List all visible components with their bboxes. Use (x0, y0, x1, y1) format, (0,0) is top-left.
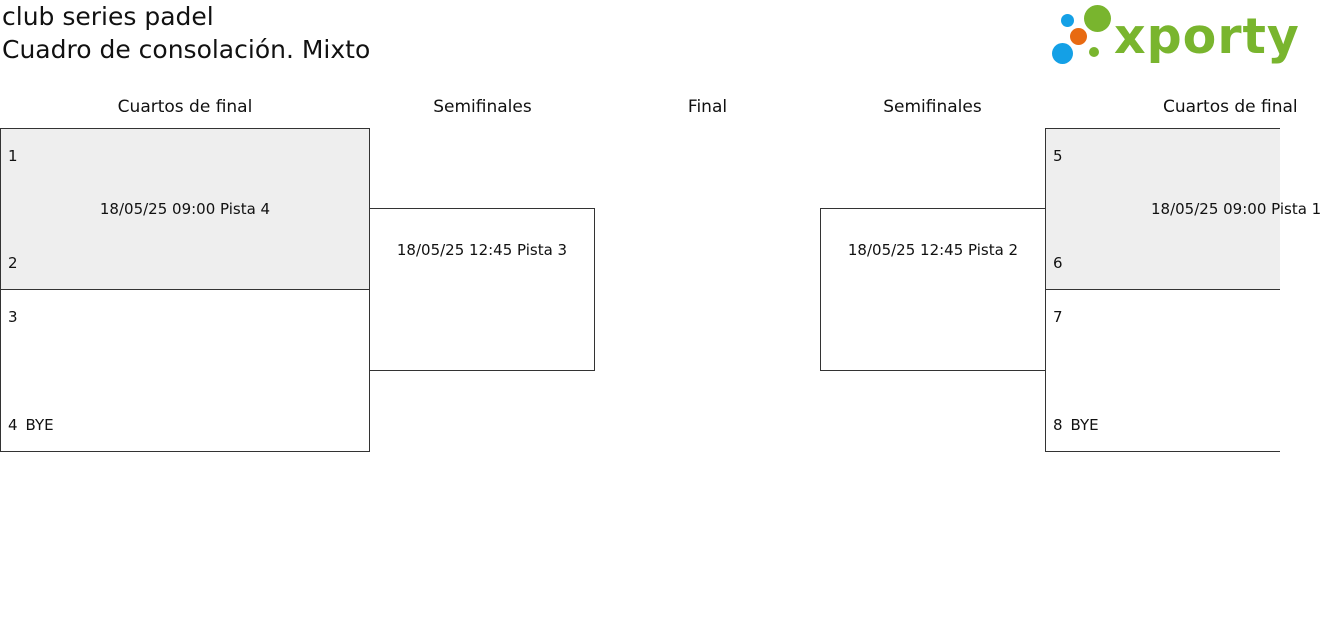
logo-dot-icon (1061, 14, 1074, 27)
player-name: BYE (1070, 416, 1099, 434)
page-header: club series padel Cuadro de consolación.… (2, 0, 370, 66)
seed-number: 8 (1053, 416, 1063, 434)
slot-qf4-top: 7 (1053, 307, 1071, 327)
match-sf2[interactable]: 18/05/25 12:45 Pista 2 (820, 208, 1046, 371)
slot-qf3-top: 5 (1053, 146, 1071, 166)
seed-number: 4 (8, 416, 18, 434)
round-label-final: Final (687, 97, 728, 117)
match-schedule: 18/05/25 12:45 Pista 3 (396, 241, 568, 259)
draw-title: Cuadro de consolación. Mixto (2, 35, 371, 64)
round-label-left-quarters: Cuartos de final (117, 97, 253, 117)
logo-dot-icon (1089, 47, 1099, 57)
logo-dot-icon (1070, 28, 1087, 45)
player-name: BYE (25, 416, 54, 434)
logo-dot-icon (1084, 5, 1111, 32)
logo-wordmark: xporty (1114, 8, 1300, 65)
slot-qf2-bottom: 4 BYE (8, 415, 54, 435)
seed-number: 2 (8, 254, 18, 272)
slot-qf2-top: 3 (8, 307, 26, 327)
seed-number: 6 (1053, 254, 1063, 272)
club-title: club series padel (2, 2, 214, 31)
slot-qf1-bottom: 2 (8, 253, 26, 273)
match-qf4[interactable]: 7 8 BYE (1045, 289, 1280, 452)
slot-qf1-top: 1 (8, 146, 26, 166)
match-sf1[interactable]: 18/05/25 12:45 Pista 3 (369, 208, 595, 371)
match-qf2[interactable]: 3 4 BYE (0, 289, 370, 452)
seed-number: 1 (8, 147, 18, 165)
xporty-logo: xporty (1052, 5, 1299, 67)
match-qf1[interactable]: 1 18/05/25 09:00 Pista 4 2 (0, 128, 370, 290)
seed-number: 7 (1053, 308, 1063, 326)
seed-number: 3 (8, 308, 18, 326)
match-schedule: 18/05/25 09:00 Pista 1 (1151, 200, 1321, 218)
round-label-right-semis: Semifinales (883, 97, 982, 117)
round-label-left-semis: Semifinales (433, 97, 532, 117)
slot-qf3-bottom: 6 (1053, 253, 1071, 273)
match-qf3[interactable]: 5 18/05/25 09:00 Pista 1 6 (1045, 128, 1321, 290)
logo-dot-icon (1052, 43, 1073, 64)
slot-qf4-bottom: 8 BYE (1053, 415, 1099, 435)
round-label-right-quarters: Cuartos de final (1163, 97, 1298, 117)
match-schedule: 18/05/25 09:00 Pista 4 (99, 200, 271, 218)
match-schedule: 18/05/25 12:45 Pista 2 (847, 241, 1019, 259)
seed-number: 5 (1053, 147, 1063, 165)
